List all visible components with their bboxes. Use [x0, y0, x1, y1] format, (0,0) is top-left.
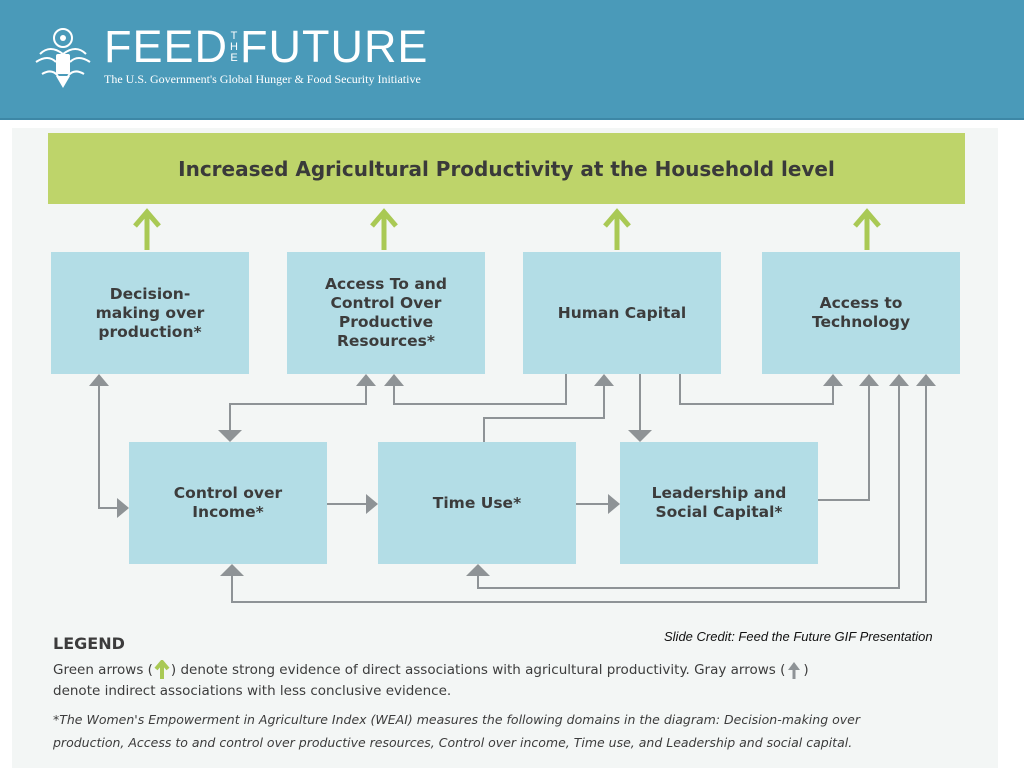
box-time-use: Time Use* — [378, 442, 576, 564]
green-arrow-access-resources — [370, 208, 398, 250]
indirect-evidence-lines — [98, 374, 927, 603]
arrowhead — [218, 430, 242, 442]
weai-footnote-line-1: *The Women's Empowerment in Agriculture … — [53, 712, 860, 727]
legend-line-1: Green arrows ( ) denote strong evidence o… — [53, 660, 809, 680]
arrowhead — [594, 374, 614, 386]
great-seal-icon — [35, 28, 91, 88]
tagline: The U.S. Government's Global Hunger & Fo… — [104, 72, 421, 86]
legend-line-2: denote indirect associations with less c… — [53, 683, 452, 699]
box-leadership: Leadership and Social Capital* — [620, 442, 818, 564]
outcome-banner: Increased Agricultural Productivity at t… — [48, 133, 965, 204]
link-human-technology — [679, 374, 834, 405]
arrowhead — [628, 430, 652, 442]
arrowhead — [608, 494, 620, 514]
link-income-technology — [231, 384, 927, 603]
legend-title: LEGEND — [53, 634, 125, 653]
arrowhead — [384, 374, 404, 386]
legend-text: Green arrows ( — [53, 662, 153, 678]
green-arrow-access-technology — [853, 208, 881, 250]
slide-credit: Slide Credit: Feed the Future GIF Presen… — [664, 629, 933, 644]
arrowhead — [889, 374, 909, 386]
brand-future: FUTURE — [239, 21, 429, 72]
green-arrow-icon — [154, 660, 170, 679]
box-access-technology: Access to Technology — [762, 252, 960, 374]
gray-arrow-icon — [788, 662, 801, 679]
arrowhead — [859, 374, 879, 386]
indirect-evidence-heads — [89, 374, 936, 576]
link-resources-income — [229, 384, 367, 432]
arrowhead — [466, 564, 490, 576]
link-decision-income — [98, 384, 121, 509]
brand-wordmark: FEED T H E FUTURE — [104, 21, 429, 72]
legend-text: ) denote strong evidence of direct assoc… — [170, 662, 786, 678]
legend-text: ) — [803, 662, 809, 678]
link-resources-human — [393, 374, 567, 405]
brand-the: T H E — [230, 29, 238, 64]
box-decision-making: Decision- making over production* — [51, 252, 249, 374]
box-human-capital: Human Capital — [523, 252, 721, 374]
arrowhead — [117, 498, 129, 518]
strong-evidence-arrows — [133, 208, 881, 250]
arrowhead — [356, 374, 376, 386]
brand-the-letter: T — [230, 29, 238, 42]
green-arrow-human-capital — [603, 208, 631, 250]
weai-footnote-line-2: production, Access to and control over p… — [53, 735, 853, 750]
link-timeuse-human — [483, 384, 605, 442]
brand-the-letter: H — [230, 40, 238, 53]
link-timeuse-technology — [477, 384, 900, 589]
brand-feed: FEED — [104, 21, 229, 72]
brand-the-letter: E — [230, 51, 238, 64]
box-control-income: Control over Income* — [129, 442, 327, 564]
arrowhead — [89, 374, 109, 386]
arrowhead — [916, 374, 936, 386]
arrowhead — [366, 494, 378, 514]
arrowhead — [823, 374, 843, 386]
link-leadership-technology — [818, 384, 870, 501]
header-bar: FEED T H E FUTURE The U.S. Government's … — [0, 0, 1024, 120]
arrowhead — [220, 564, 244, 576]
box-access-resources: Access To and Control Over Productive Re… — [287, 252, 485, 374]
green-arrow-decision-making — [133, 208, 161, 250]
